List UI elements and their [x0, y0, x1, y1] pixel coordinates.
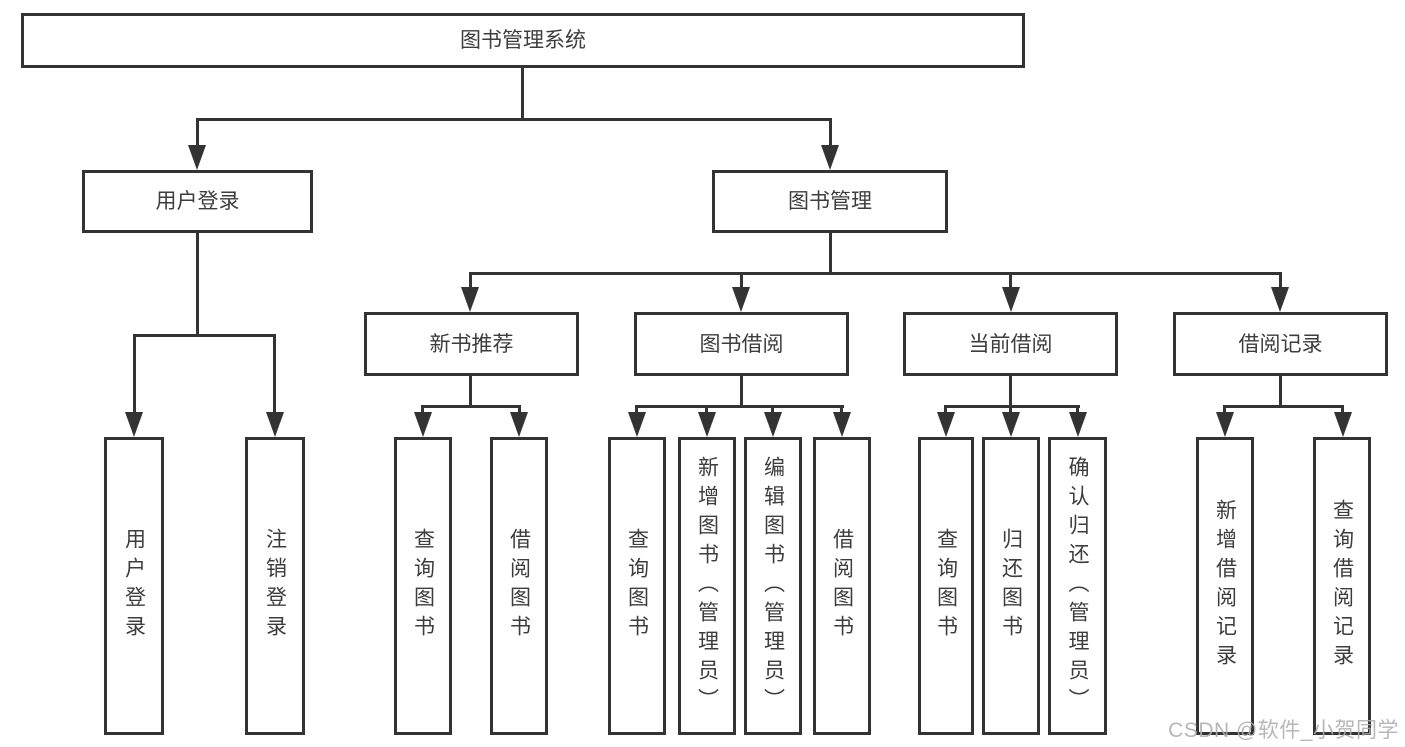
- connector-stub: [1009, 405, 1012, 415]
- arrowhead-leaf-login: [125, 412, 143, 437]
- arrowhead: [1002, 412, 1020, 437]
- node-borrow-records: 借阅记录: [1173, 312, 1388, 376]
- arrowhead-current-borrow: [1002, 287, 1020, 312]
- csdn-watermark: CSDN @软件_小贺同学: [1168, 719, 1399, 742]
- node-user-login-label: 用户登录: [155, 190, 240, 213]
- connector-stub: [635, 405, 638, 415]
- arrowhead-borrow-records: [1271, 287, 1289, 312]
- leaf-add-borrow-record: 新增借阅记录: [1196, 437, 1254, 735]
- arrowhead-book-management: [821, 145, 839, 170]
- connector-book-borrow-stem: [740, 376, 743, 408]
- leaf-label: 借阅图书: [507, 528, 531, 644]
- node-current-borrow-label: 当前借阅: [968, 332, 1053, 356]
- connector-stub: [1223, 405, 1226, 415]
- leaf-label: 新增图书（管理员）: [695, 455, 719, 717]
- leaf-label: 查询图书: [411, 528, 435, 644]
- node-book-management-label: 图书管理: [788, 190, 872, 213]
- connector-stem-book-management: [829, 118, 832, 148]
- connector-stub: [518, 405, 521, 415]
- leaf-user-login: 用户登录: [104, 437, 164, 735]
- root-node-label: 图书管理系统: [460, 29, 586, 52]
- root-node-library-system: 图书管理系统: [21, 13, 1025, 68]
- connector-stem-leaf-login: [133, 334, 136, 415]
- leaf-borrow-book-2: 借阅图书: [813, 437, 871, 735]
- connector-current-borrow-stem: [1009, 376, 1012, 408]
- arrowhead: [1216, 412, 1234, 437]
- connector-stem-leaf-logout: [273, 334, 276, 415]
- connector-root-stem: [521, 68, 524, 119]
- leaf-label: 查询借阅记录: [1330, 499, 1354, 673]
- connector-borrow-records-branch: [1224, 405, 1344, 408]
- node-user-login: 用户登录: [82, 170, 313, 233]
- connector-stub-borrow-records: [1279, 272, 1282, 289]
- connector-book-management-branch: [469, 272, 1282, 275]
- node-book-borrow-label: 图书借阅: [699, 332, 784, 356]
- leaf-label: 借阅图书: [830, 528, 854, 644]
- connector-book-management-stem: [829, 233, 832, 275]
- connector-root-branch: [196, 118, 832, 121]
- node-borrow-records-label: 借阅记录: [1238, 332, 1323, 356]
- node-book-borrow: 图书借阅: [634, 312, 849, 376]
- connector-stub: [840, 405, 843, 415]
- connector-stub: [1341, 405, 1344, 415]
- connector-user-login-stem: [196, 233, 199, 337]
- node-book-management: 图书管理: [712, 170, 948, 233]
- leaf-add-book-admin: 新增图书（管理员）: [678, 437, 736, 735]
- connector-stub: [771, 405, 774, 415]
- arrowhead: [937, 412, 955, 437]
- arrowhead: [628, 412, 646, 437]
- connector-stub-new-book: [469, 272, 472, 289]
- arrowhead: [510, 412, 528, 437]
- connector-stem-user-login: [196, 118, 199, 148]
- leaf-borrow-book-1: 借阅图书: [490, 437, 548, 735]
- arrowhead: [833, 412, 851, 437]
- leaf-label: 编辑图书（管理员）: [761, 455, 785, 717]
- connector-stub: [1076, 405, 1079, 415]
- leaf-label: 查询图书: [625, 528, 649, 644]
- connector-new-book-branch: [422, 405, 521, 408]
- connector-borrow-records-stem: [1279, 376, 1282, 408]
- leaf-query-book-1: 查询图书: [394, 437, 452, 735]
- arrowhead-new-book: [461, 287, 479, 312]
- arrowhead: [1069, 412, 1087, 437]
- leaf-logout: 注销登录: [245, 437, 305, 735]
- arrowhead: [764, 412, 782, 437]
- leaf-query-book-2: 查询图书: [608, 437, 666, 735]
- arrowhead-leaf-logout: [266, 412, 284, 437]
- leaf-query-book-3: 查询图书: [918, 437, 974, 735]
- leaf-label: 注销登录: [263, 528, 287, 644]
- arrowhead-book-borrow: [732, 287, 750, 312]
- leaf-label: 查询图书: [934, 528, 958, 644]
- arrowhead: [414, 412, 432, 437]
- connector-stub-book-borrow: [740, 272, 743, 289]
- arrowhead: [1334, 412, 1352, 437]
- leaf-confirm-return-admin: 确认归还（管理员）: [1048, 437, 1107, 735]
- leaf-edit-book-admin: 编辑图书（管理员）: [744, 437, 802, 735]
- leaf-label: 归还图书: [999, 528, 1023, 644]
- connector-user-login-branch: [133, 334, 276, 337]
- arrowhead: [698, 412, 716, 437]
- leaf-query-borrow-record: 查询借阅记录: [1313, 437, 1371, 735]
- leaf-label: 用户登录: [122, 528, 146, 644]
- connector-current-borrow-branch: [945, 405, 1080, 408]
- connector-stub: [944, 405, 947, 415]
- leaf-return-book: 归还图书: [982, 437, 1040, 735]
- arrowhead-user-login: [188, 145, 206, 170]
- node-current-borrow: 当前借阅: [903, 312, 1118, 376]
- node-new-book-recommend: 新书推荐: [364, 312, 579, 376]
- connector-stub: [705, 405, 708, 415]
- connector-stub: [421, 405, 424, 415]
- connector-book-borrow-branch: [636, 405, 844, 408]
- node-new-book-recommend-label: 新书推荐: [429, 332, 514, 356]
- leaf-label: 确认归还（管理员）: [1066, 455, 1089, 717]
- leaf-label: 新增借阅记录: [1213, 499, 1237, 673]
- connector-stub-current-borrow: [1009, 272, 1012, 289]
- connector-new-book-stem: [469, 376, 472, 408]
